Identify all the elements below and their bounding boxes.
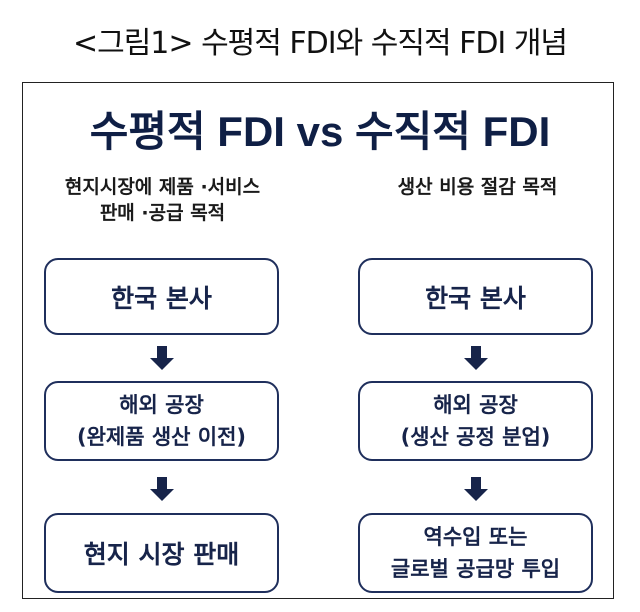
- horizontal-step-overseas-factory: 해외 공장 (완제품 생산 이전): [44, 381, 279, 461]
- step-sublabel: (완제품 생산 이전): [76, 425, 247, 449]
- step-sublabel: 글로벌 공급망 투입: [390, 557, 561, 581]
- horizontal-purpose: 현지시장에 제품 ·서비스 판매 ·공급 목적: [30, 174, 295, 226]
- horizontal-step-local-sales: 현지 시장 판매: [44, 513, 279, 593]
- step-label: 해외 공장: [119, 393, 204, 417]
- vertical-step-headquarters: 한국 본사: [358, 258, 593, 335]
- horizontal-purpose-line1: 현지시장에 제품 ·서비스: [64, 176, 261, 198]
- vertical-purpose: 생산 비용 절감 목적: [345, 174, 610, 200]
- vertical-purpose-line1: 생산 비용 절감 목적: [397, 176, 558, 198]
- step-label: 현지 시장 판매: [83, 540, 240, 569]
- vertical-step-overseas-factory: 해외 공장 (생산 공정 분업): [358, 381, 593, 461]
- figure-caption: <그림1> 수평적 FDI와 수직적 FDI 개념: [72, 26, 568, 61]
- step-label: 한국 본사: [111, 283, 212, 313]
- horizontal-step-headquarters: 한국 본사: [44, 258, 279, 335]
- vertical-step-reimport-supply-chain: 역수입 또는 글로벌 공급망 투입: [358, 513, 593, 593]
- step-sublabel: (생산 공정 분업): [400, 425, 551, 449]
- diagram-frame: [22, 82, 614, 599]
- step-label: 해외 공장: [433, 393, 518, 417]
- diagram-title: 수평적 FDI vs 수직적 FDI: [89, 108, 551, 155]
- step-label: 한국 본사: [425, 283, 526, 313]
- horizontal-purpose-line2: 판매 ·공급 목적: [99, 202, 226, 224]
- step-label: 역수입 또는: [423, 525, 528, 549]
